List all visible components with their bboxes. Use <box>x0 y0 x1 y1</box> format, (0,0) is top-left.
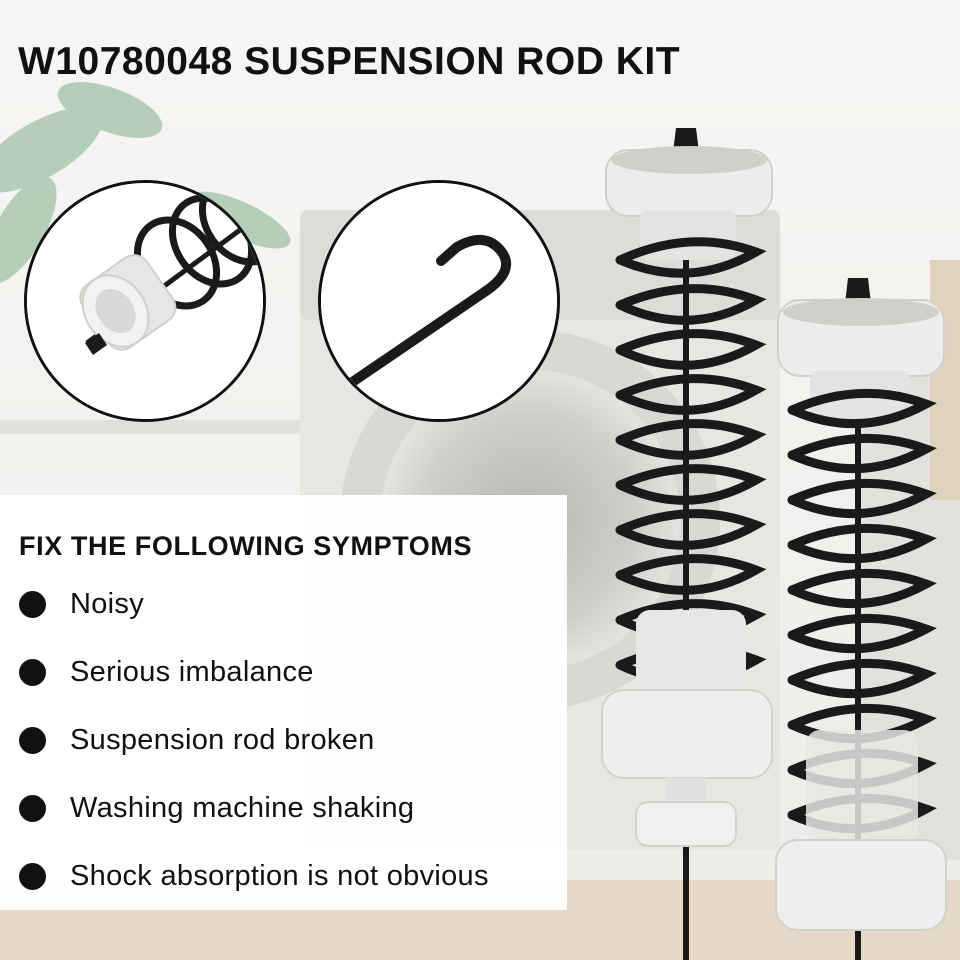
page-title: W10780048 SUSPENSION ROD KIT <box>18 40 681 83</box>
symptoms-list: Noisy Serious imbalance Suspension rod b… <box>19 570 489 910</box>
list-item: Noisy <box>19 570 489 638</box>
list-item: Shock absorption is not obvious <box>19 842 489 910</box>
list-item: Washing machine shaking <box>19 774 489 842</box>
symptom-text: Noisy <box>70 587 145 620</box>
bullet-dot-icon <box>19 590 46 618</box>
bullet-dot-icon <box>19 726 46 754</box>
list-item: Serious imbalance <box>19 638 489 706</box>
symptom-text: Washing machine shaking <box>70 791 415 824</box>
hook-detail-circle <box>318 180 560 422</box>
symptom-text: Serious imbalance <box>70 655 314 688</box>
bullet-dot-icon <box>19 794 46 822</box>
cap-detail-circle <box>24 180 266 422</box>
symptoms-panel <box>0 495 567 910</box>
rod-hook-illustration <box>321 183 557 419</box>
bullet-dot-icon <box>19 862 46 890</box>
symptoms-heading: FIX THE FOLLOWING SYMPTOMS <box>19 531 473 561</box>
symptom-text: Suspension rod broken <box>70 723 375 756</box>
list-item: Suspension rod broken <box>19 706 489 774</box>
bullet-dot-icon <box>19 658 46 686</box>
rod-cap-illustration <box>27 183 263 419</box>
symptom-text: Shock absorption is not obvious <box>70 859 489 892</box>
